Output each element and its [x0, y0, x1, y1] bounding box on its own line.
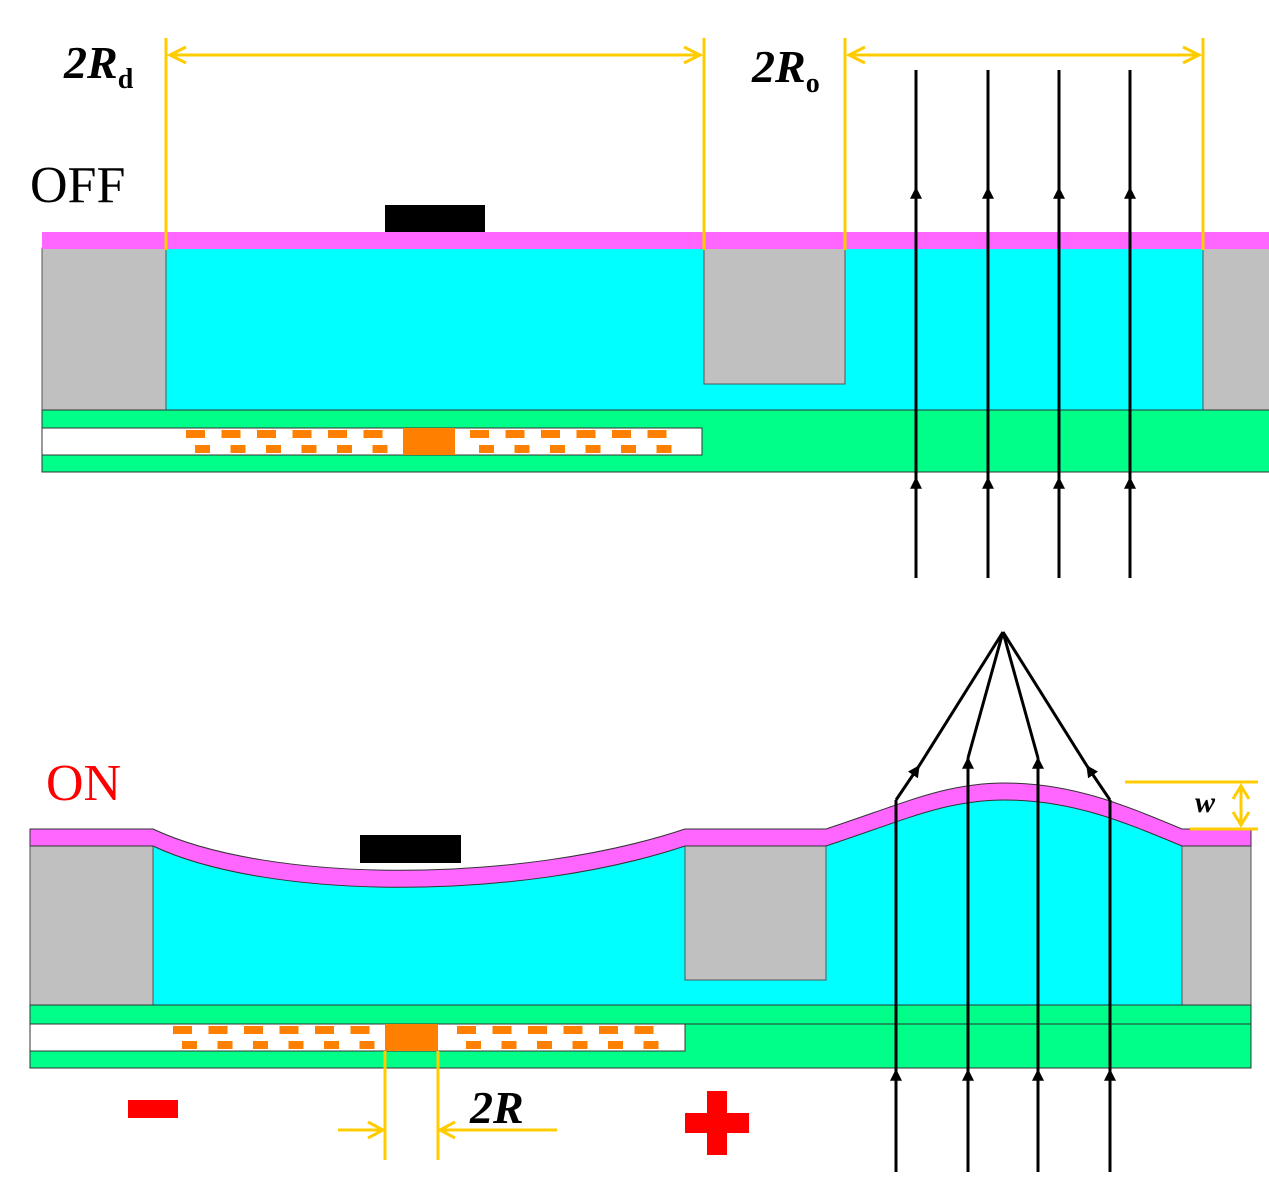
off-center-electrode — [403, 428, 455, 455]
dimension-2rd — [164, 38, 706, 250]
dimension-2rd-label: 2Rd — [63, 37, 134, 95]
off-electrode-finger-top — [186, 430, 205, 438]
on-electrode-finger-bottom — [608, 1041, 623, 1049]
on-light-rays — [890, 631, 1116, 1172]
off-frame-right — [1202, 247, 1269, 411]
on-electrode-finger-top — [279, 1026, 299, 1034]
off-electrode-finger-bottom — [621, 445, 636, 453]
on-electrode-finger-top — [350, 1026, 370, 1034]
on-electrode-finger-top — [457, 1026, 476, 1034]
on-electrode-finger-top — [208, 1026, 228, 1034]
dimension-2r — [338, 1051, 557, 1160]
off-liquid-chamber-left — [166, 248, 704, 410]
on-frame-right — [1181, 844, 1252, 1006]
off-electrode-finger-bottom — [585, 445, 601, 453]
plus-sign-icon — [685, 1091, 749, 1155]
off-electrode-finger-bottom — [195, 445, 210, 453]
off-electrode-finger-top — [505, 430, 525, 438]
on-electrode-finger-bottom — [182, 1041, 197, 1049]
on-ray-2 — [962, 631, 1005, 1172]
off-state-label: OFF — [30, 157, 125, 214]
off-electrode-finger-bottom — [301, 445, 317, 453]
dimension-2ro-main: 2R — [751, 41, 806, 92]
dimension-2ro — [843, 38, 1205, 250]
off-electrode-finger-top — [292, 430, 312, 438]
off-frame-left — [41, 247, 167, 411]
off-electrode-finger-bottom — [266, 445, 281, 453]
off-actuator-mass — [385, 205, 485, 232]
off-electrode-finger-top — [328, 430, 347, 438]
off-electrode-finger-top — [221, 430, 241, 438]
dimension-2r-label: 2R — [469, 1082, 524, 1133]
off-light-rays — [910, 70, 1136, 578]
off-frame-middle — [703, 247, 846, 385]
on-electrode-finger-top — [634, 1026, 654, 1034]
off-electrode-finger-top — [647, 430, 667, 438]
on-interdigitated-electrodes — [173, 1026, 659, 1049]
off-interdigitated-electrodes — [186, 430, 672, 453]
off-electrode-finger-top — [612, 430, 631, 438]
dimension-2ro-label: 2Ro — [751, 41, 820, 99]
on-liquid-chamber-right — [680, 800, 1182, 1005]
on-electrode-finger-bottom — [537, 1041, 552, 1049]
off-electrode-finger-bottom — [656, 445, 672, 453]
off-electrode-finger-top — [576, 430, 596, 438]
on-electrode-finger-bottom — [217, 1041, 233, 1049]
on-electrode-finger-top — [492, 1026, 512, 1034]
on-actuator-mass — [360, 835, 461, 863]
on-electrode-finger-bottom — [643, 1041, 659, 1049]
on-ray-3 — [1001, 631, 1044, 1172]
on-center-electrode — [385, 1024, 438, 1051]
off-membrane — [42, 232, 1269, 249]
off-electrode-finger-top — [470, 430, 489, 438]
on-state-label: ON — [46, 755, 121, 812]
on-electrode-finger-top — [315, 1026, 334, 1034]
off-electrode-finger-bottom — [337, 445, 352, 453]
off-electrode-finger-top — [257, 430, 276, 438]
on-electrode-finger-bottom — [253, 1041, 268, 1049]
on-electrode-finger-top — [173, 1026, 192, 1034]
on-ray-4 — [1001, 631, 1116, 1172]
off-electrode-finger-bottom — [479, 445, 494, 453]
off-electrode-finger-top — [541, 430, 560, 438]
dimension-2ro-sub: o — [806, 68, 820, 99]
on-liquid-chamber-left — [153, 845, 685, 1005]
off-electrode-finger-bottom — [372, 445, 388, 453]
off-electrode-finger-bottom — [514, 445, 530, 453]
dimension-w — [1125, 780, 1258, 831]
on-electrode-finger-top — [528, 1026, 547, 1034]
on-state-panel: ON 2R w — [29, 631, 1258, 1172]
dimension-2rd-sub: d — [118, 64, 134, 95]
on-electrode-finger-top — [244, 1026, 263, 1034]
minus-sign-icon — [128, 1100, 178, 1118]
off-electrode-finger-bottom — [230, 445, 246, 453]
on-ray-1 — [890, 631, 1005, 1172]
on-electrode-finger-bottom — [359, 1041, 375, 1049]
dimension-2r-main: 2R — [469, 1082, 524, 1133]
on-frame-left — [29, 844, 154, 1006]
on-electrode-finger-bottom — [466, 1041, 481, 1049]
dimension-w-label: w — [1195, 786, 1216, 819]
on-membrane — [29, 782, 1252, 888]
on-electrode-finger-top — [563, 1026, 583, 1034]
on-electrode-finger-bottom — [572, 1041, 588, 1049]
on-electrode-finger-top — [599, 1026, 618, 1034]
off-state-panel: OFF 2Rd 2Ro — [30, 37, 1269, 578]
on-frame-middle — [684, 844, 827, 981]
on-electrode-finger-bottom — [501, 1041, 517, 1049]
off-electrode-finger-bottom — [550, 445, 565, 453]
on-electrode-finger-bottom — [288, 1041, 304, 1049]
dimension-2rd-main: 2R — [63, 37, 118, 88]
on-electrode-finger-bottom — [324, 1041, 339, 1049]
off-electrode-finger-top — [363, 430, 383, 438]
